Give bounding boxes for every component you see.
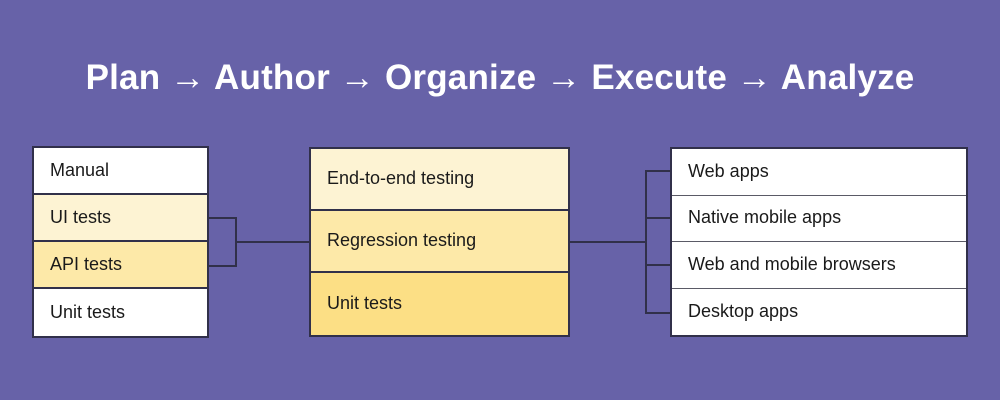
test-approach-column: Manual UI tests API tests Unit tests	[32, 146, 209, 338]
connector-spine-right	[645, 170, 647, 314]
list-item[interactable]: Manual	[34, 148, 207, 196]
list-item[interactable]: Web apps	[672, 149, 966, 196]
connector-trunk-left	[235, 241, 311, 243]
list-item[interactable]: Regression testing	[311, 211, 568, 273]
list-item[interactable]: API tests	[34, 242, 207, 290]
page-title: Plan → Author → Organize → Execute → Ana…	[85, 58, 915, 97]
connector-line-web-and-mobile-browsers	[645, 264, 672, 266]
list-item[interactable]: Unit tests	[311, 273, 568, 335]
connector-line-ui-tests	[209, 217, 237, 219]
connector-line-web-apps	[645, 170, 672, 172]
list-item[interactable]: End-to-end testing	[311, 149, 568, 211]
connector-line-api-tests	[209, 265, 237, 267]
list-item[interactable]: UI tests	[34, 195, 207, 243]
connector-line-desktop-apps	[645, 312, 672, 314]
list-item[interactable]: Unit tests	[34, 289, 207, 337]
list-item[interactable]: Web and mobile browsers	[672, 242, 966, 289]
target-platform-column: Web apps Native mobile apps Web and mobi…	[670, 147, 968, 337]
list-item[interactable]: Desktop apps	[672, 288, 966, 335]
test-type-column: End-to-end testing Regression testing Un…	[309, 147, 570, 337]
list-item[interactable]: Native mobile apps	[672, 195, 966, 242]
connector-line-native-mobile-apps	[645, 217, 672, 219]
connector-trunk-right	[570, 241, 647, 243]
